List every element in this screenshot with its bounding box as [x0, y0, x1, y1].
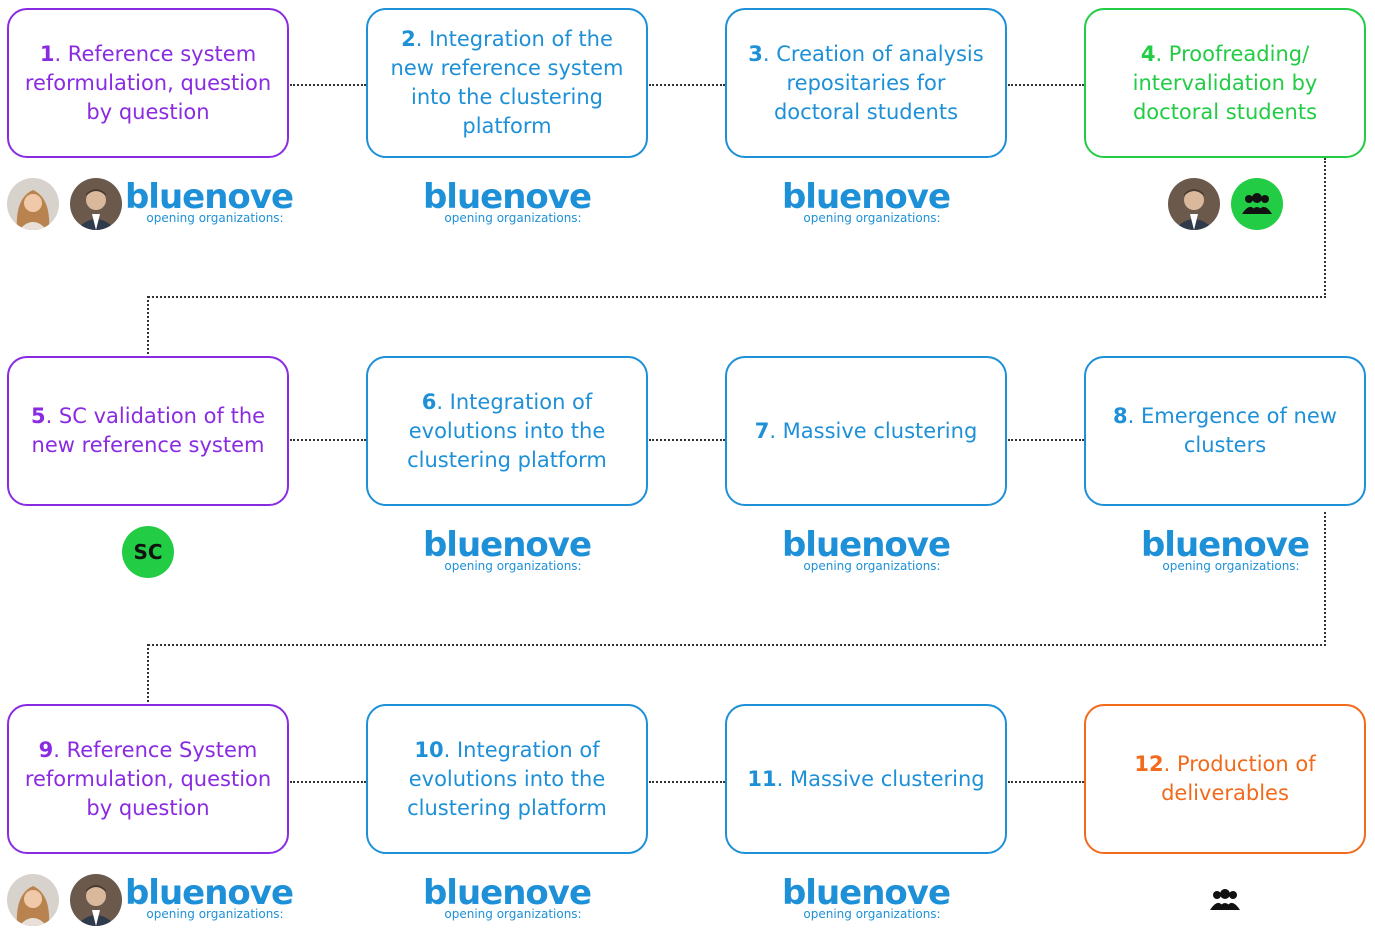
logo-word: bluenove	[781, 873, 951, 913]
logo-word: bluenove	[781, 525, 951, 565]
logo-tagline: opening organizations:	[444, 559, 582, 573]
bluenove-logo: bluenove opening organizations:	[781, 180, 951, 230]
step-number: 1	[39, 41, 55, 66]
logo-tagline: opening organizations:	[803, 907, 941, 921]
connector	[148, 296, 1326, 298]
logo-word: bluenove	[1140, 525, 1310, 565]
logo-tagline: opening organizations:	[803, 211, 941, 225]
step-6-box: 6. Integration of evolutions into the cl…	[366, 356, 648, 506]
step-7-box: 7. Massive clustering	[725, 356, 1007, 506]
logo-tagline: opening organizations:	[146, 907, 284, 921]
bluenove-logo: bluenove opening organizations:	[124, 876, 294, 926]
connector	[290, 439, 366, 441]
logo-tagline: opening organizations:	[444, 907, 582, 921]
step-text: . Production of deliverables	[1161, 752, 1316, 805]
connector	[1008, 439, 1084, 441]
step-text: . Creation of analysis repositaries for …	[762, 41, 984, 124]
logo-tagline: opening organizations:	[444, 211, 582, 225]
woman-photo-icon	[7, 874, 59, 926]
step-text: . Reference System reformulation, questi…	[24, 737, 272, 820]
step-text: . Emergence of new clusters	[1127, 404, 1337, 457]
logo-word: bluenove	[422, 177, 592, 217]
step-text: . Reference system reformulation, questi…	[24, 41, 272, 124]
bluenove-logo: bluenove opening organizations:	[422, 528, 592, 578]
step-3-box: 3. Creation of analysis repositaries for…	[725, 8, 1007, 158]
step-text: . Proofreading/ intervalidation by docto…	[1132, 41, 1318, 124]
bluenove-logo: bluenove opening organizations:	[781, 528, 951, 578]
man-photo-icon	[70, 874, 122, 926]
connector	[148, 644, 1326, 646]
bluenove-logo: bluenove opening organizations:	[124, 180, 294, 230]
step-10-box: 10. Integration of evolutions into the c…	[366, 704, 648, 854]
step-number: 12	[1134, 752, 1164, 776]
group-icon	[1208, 888, 1242, 916]
connector	[649, 84, 725, 86]
step-text: . SC validation of the new reference sys…	[31, 404, 266, 457]
step-4-box: 4. Proofreading/ intervalidation by doct…	[1084, 8, 1366, 158]
step-number: 8	[1113, 404, 1128, 428]
step-number: 2	[401, 27, 416, 51]
connector	[1324, 158, 1326, 298]
step-number: 6	[421, 389, 437, 414]
step-number: 9	[38, 737, 54, 762]
connector	[147, 296, 149, 354]
step-text: . Integration of evolutions into the clu…	[407, 737, 607, 820]
step-12-box: 12. Production of deliverables	[1084, 704, 1366, 854]
step-5-box: 5. SC validation of the new reference sy…	[7, 356, 289, 506]
connector	[290, 781, 366, 783]
step-number: 4	[1140, 41, 1156, 66]
logo-tagline: opening organizations:	[803, 559, 941, 573]
logo-word: bluenove	[124, 873, 294, 913]
step-number: 10	[414, 737, 444, 762]
logo-tagline: opening organizations:	[146, 211, 284, 225]
step-text: . Massive clustering	[776, 766, 985, 791]
logo-word: bluenove	[124, 177, 294, 217]
connector	[649, 781, 725, 783]
step-number: 5	[30, 404, 46, 428]
step-8-box: 8. Emergence of new clusters	[1084, 356, 1366, 506]
connector	[649, 439, 725, 441]
group-icon	[1231, 178, 1283, 230]
step-text: . Massive clustering	[769, 418, 978, 443]
sc-badge: SC	[122, 526, 174, 578]
logo-word: bluenove	[422, 525, 592, 565]
bluenove-logo: bluenove opening organizations:	[422, 180, 592, 230]
step-text: . Integration of evolutions into the clu…	[407, 389, 607, 472]
bluenove-logo: bluenove opening organizations:	[781, 876, 951, 926]
step-9-box: 9. Reference System reformulation, quest…	[7, 704, 289, 854]
man-photo-icon	[70, 178, 122, 230]
bluenove-logo: bluenove opening organizations:	[422, 876, 592, 926]
man-photo-icon	[1168, 178, 1220, 230]
connector	[1008, 781, 1084, 783]
step-2-box: 2. Integration of the new reference syst…	[366, 8, 648, 158]
connector	[290, 84, 366, 86]
logo-tagline: opening organizations:	[1162, 559, 1300, 573]
logo-word: bluenove	[781, 177, 951, 217]
step-number: 7	[754, 418, 770, 443]
logo-word: bluenove	[422, 873, 592, 913]
step-1-box: 1. Reference system reformulation, quest…	[7, 8, 289, 158]
connector	[147, 644, 149, 702]
step-11-box: 11. Massive clustering	[725, 704, 1007, 854]
step-number: 11	[747, 766, 777, 791]
sc-label: SC	[133, 540, 163, 564]
connector	[1008, 84, 1084, 86]
connector	[1324, 512, 1326, 646]
step-number: 3	[748, 41, 763, 66]
step-text: . Integration of the new reference syste…	[390, 27, 624, 138]
woman-photo-icon	[7, 178, 59, 230]
bluenove-logo: bluenove opening organizations:	[1140, 528, 1310, 578]
